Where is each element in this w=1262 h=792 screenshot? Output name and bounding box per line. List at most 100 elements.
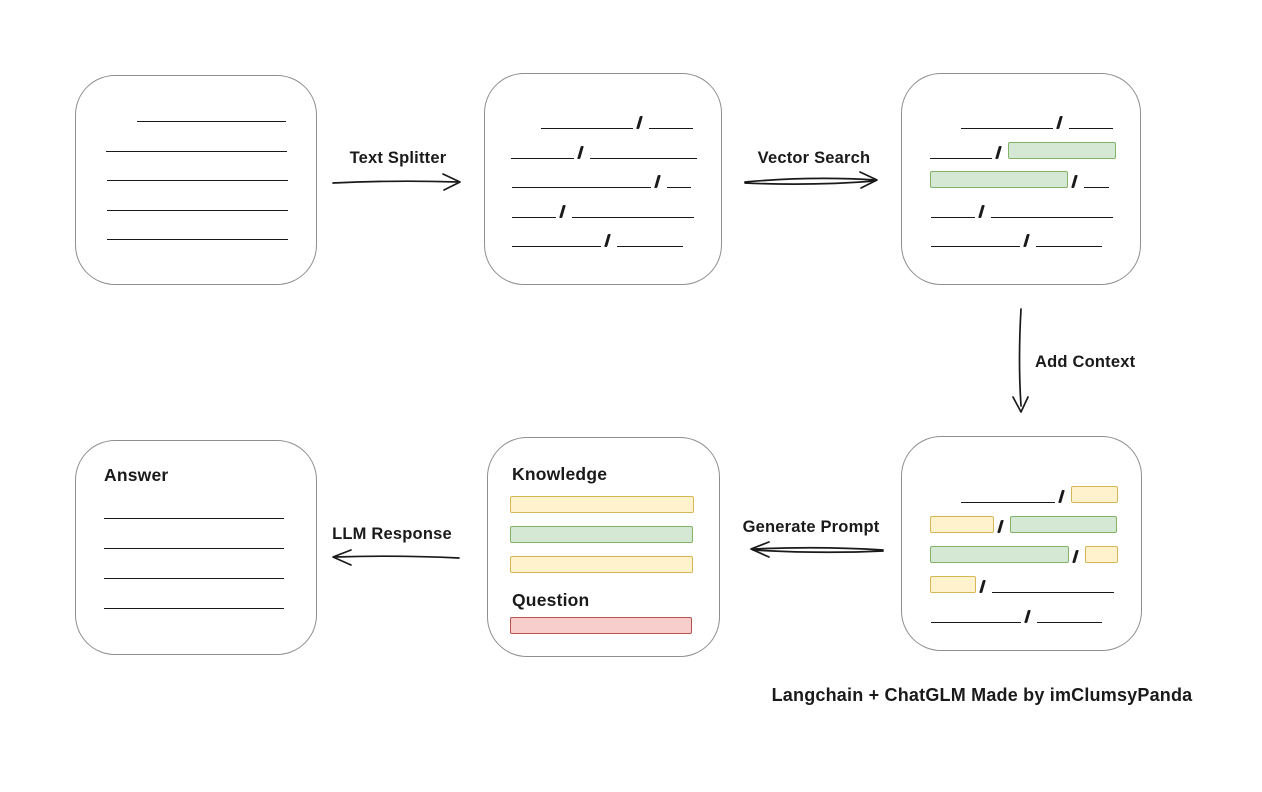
text-line (512, 187, 651, 188)
slash-separator (1071, 175, 1078, 188)
chunk-chip-green (510, 526, 693, 543)
slash-separator (604, 234, 611, 247)
chunk-chip-red (510, 617, 692, 634)
answer-box: Answer (75, 440, 317, 655)
text-line (104, 548, 284, 549)
document-box (75, 75, 317, 285)
prompt-box: Knowledge Question (487, 437, 720, 657)
text-row (106, 181, 316, 211)
slash-separator (654, 175, 661, 188)
chunk-row (511, 129, 721, 159)
caption: Langchain + ChatGLM Made by imClumsyPand… (771, 685, 1193, 705)
text-line (107, 180, 288, 181)
chunk-chip-green (930, 546, 1069, 563)
chunk-chip-green (1007, 141, 1116, 159)
answer-lines (104, 489, 316, 609)
chunk-chip-green (930, 171, 1068, 188)
slash-separator (979, 580, 986, 593)
split-chunks-box (484, 73, 722, 285)
text-line (1035, 246, 1102, 247)
text-line (931, 216, 975, 218)
chunk-chip-yellow (930, 576, 976, 593)
chunk-row (511, 100, 721, 129)
chunk-chip-green (1009, 516, 1117, 533)
text-row (106, 211, 316, 240)
chunk-row (930, 563, 1141, 593)
text-row (106, 152, 316, 181)
text-line (512, 246, 601, 247)
slash-separator (1072, 550, 1079, 563)
text-line (104, 518, 284, 519)
text-line (104, 608, 284, 609)
text-line (961, 502, 1055, 503)
text-line (137, 121, 286, 122)
chunk-row (511, 159, 721, 188)
llm-response-arrow-icon (332, 549, 460, 566)
llm-response-label: LLM Response (332, 525, 452, 543)
chunk-chip-yellow (1084, 546, 1118, 563)
chunk-row (930, 218, 1140, 247)
slash-separator (1056, 116, 1063, 129)
text-line (616, 246, 683, 247)
chunk-row (930, 473, 1141, 503)
text-line (541, 128, 633, 129)
text-line (104, 578, 284, 579)
chunk-row (930, 159, 1140, 188)
text-line (107, 239, 288, 240)
text-line (1068, 128, 1113, 129)
chunk-row (930, 503, 1141, 533)
text-row (104, 519, 316, 549)
text-splitter-arrow-icon (332, 173, 461, 191)
vector-match-rows (930, 100, 1140, 247)
text-row (106, 122, 316, 152)
text-row (106, 93, 316, 122)
text-line (1083, 187, 1109, 188)
slash-separator (1024, 610, 1031, 623)
chunk-chip-yellow (510, 556, 693, 573)
text-splitter-label: Text Splitter (349, 149, 447, 167)
slash-separator (1023, 234, 1030, 247)
generate-prompt-arrow-icon (750, 541, 884, 558)
text-line (990, 216, 1113, 218)
text-line (930, 157, 992, 159)
document-lines (106, 93, 316, 240)
question-chips (510, 617, 719, 634)
text-line (931, 622, 1021, 623)
add-context-arrow-icon (1012, 308, 1029, 413)
add-context-label: Add Context (1035, 353, 1136, 371)
text-line (511, 157, 574, 159)
chunk-row (511, 188, 721, 218)
slash-separator (978, 204, 985, 218)
text-line (1036, 622, 1102, 623)
slash-separator (577, 145, 584, 159)
vector-matches-box (901, 73, 1141, 285)
text-line (589, 157, 697, 159)
vector-search-label: Vector Search (757, 149, 871, 167)
slash-separator (1058, 490, 1065, 503)
text-line (571, 216, 694, 218)
slash-separator (636, 116, 643, 129)
text-line (666, 187, 691, 188)
text-line (961, 128, 1053, 129)
context-chunks-box (901, 436, 1142, 651)
chunk-row (930, 533, 1141, 563)
chunk-row (930, 188, 1140, 218)
chunk-row (511, 218, 721, 247)
context-chunk-rows (930, 473, 1141, 623)
text-line (991, 592, 1114, 593)
chunk-row (930, 593, 1141, 623)
text-line (648, 128, 693, 129)
slash-separator (559, 204, 566, 218)
text-line (106, 150, 287, 152)
text-row (104, 579, 316, 609)
generate-prompt-label: Generate Prompt (742, 518, 880, 536)
slash-separator (995, 145, 1002, 159)
chunk-row (930, 100, 1140, 129)
chunk-chip-yellow (1070, 486, 1118, 503)
question-label: Question (512, 590, 590, 610)
text-line (107, 209, 288, 211)
chunk-row (930, 129, 1140, 159)
answer-label: Answer (104, 465, 169, 485)
text-row (104, 549, 316, 579)
